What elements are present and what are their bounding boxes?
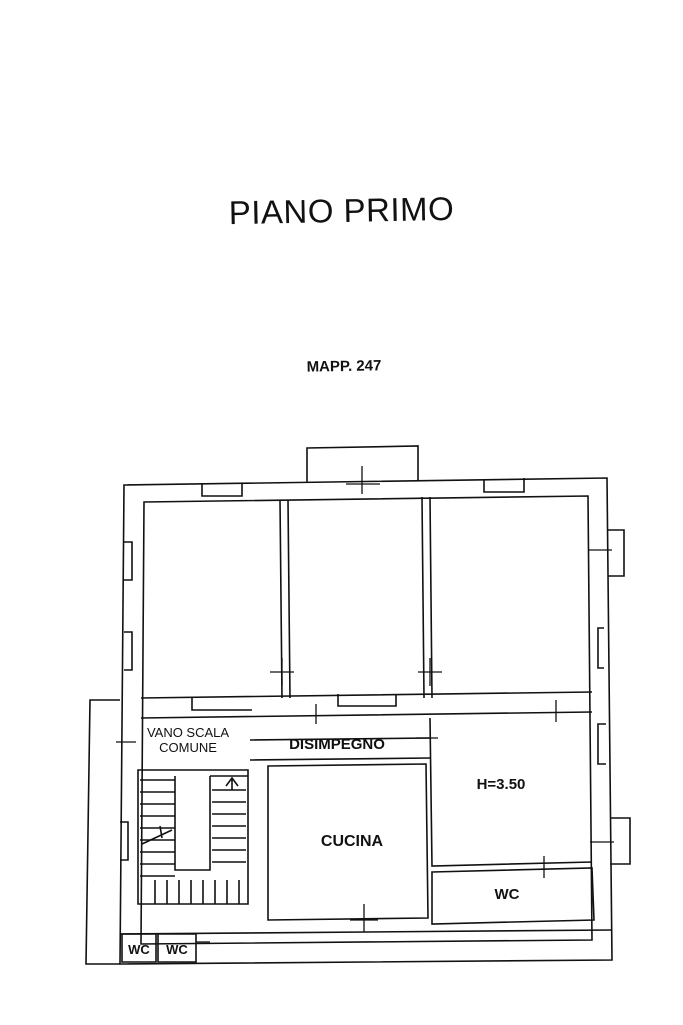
stair-treads-right [212,789,246,863]
wc-box-2 [157,933,197,963]
wc-small-label-1: WC [128,942,150,957]
wc-box-1 [121,933,157,963]
stair-label-line1: VANO SCALA [147,725,229,740]
window-left-3 [120,821,129,861]
bottom-strip [119,929,613,935]
hall-label: DISIMPEGNO [289,736,385,753]
stair-well [174,776,211,871]
window-left-2 [124,631,133,671]
window-right-1 [608,529,625,577]
wc-small-label-2: WC [166,942,188,957]
inner-wall [140,495,593,945]
door-markers [116,466,614,943]
stair-up-arrow [225,776,239,790]
kitchen-walls [267,763,429,921]
window-left-1 [124,541,133,581]
height-label: H=3.50 [477,776,526,793]
bathroom-walls [431,867,595,925]
window-top-2 [483,478,525,493]
stair-down-arrow [141,825,173,845]
window-mid-1 [191,698,252,711]
window-mid-2 [337,694,397,707]
outer-wall [119,477,613,965]
kitchen-label: CUCINA [321,833,384,850]
top-protrusion [306,445,419,482]
stair-treads-left [140,779,175,877]
right-room-walls [429,717,593,867]
stair-label-line2: COMUNE [159,740,217,755]
window-right-3 [597,723,606,765]
window-right-2 [597,627,604,669]
window-right-4 [610,817,631,865]
window-top-1 [201,483,243,497]
hall-wall [249,737,431,761]
stair-block [137,769,249,905]
mid-wall [140,691,593,719]
left-annex [85,699,120,965]
partition-2 [421,496,433,699]
stair-treads-bottom [154,880,240,904]
wc-label: WC [495,886,520,903]
